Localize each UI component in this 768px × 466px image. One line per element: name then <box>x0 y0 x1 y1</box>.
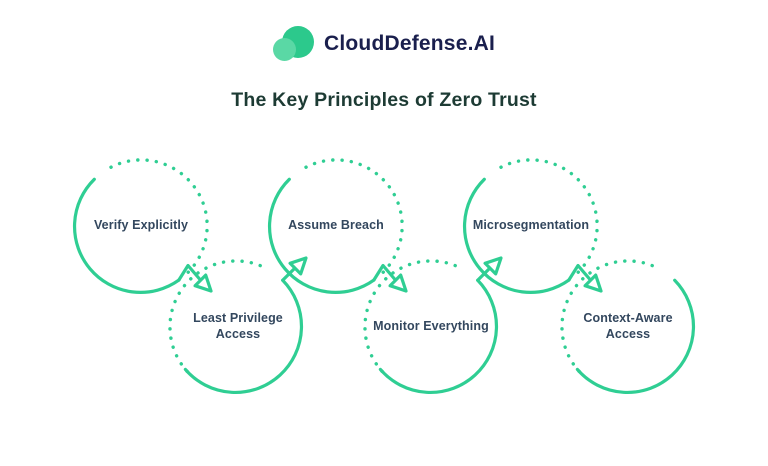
arrow-icon <box>177 263 213 293</box>
circle-monitor-everything <box>363 259 499 394</box>
circle-least-privilege-access <box>168 259 304 394</box>
circle-assume-breach <box>267 158 404 294</box>
logo: CloudDefense.AI <box>0 22 768 66</box>
page-title: The Key Principles of Zero Trust <box>231 89 537 111</box>
principle-label-monitor-everything: Monitor Everything <box>373 319 489 333</box>
principle-label-assume-breach: Assume Breach <box>288 218 384 232</box>
circle-context-aware-access <box>560 259 696 394</box>
cloud-circles-icon <box>272 26 314 61</box>
arrow-icon <box>567 263 603 293</box>
logo-text: CloudDefense.AI <box>323 32 496 55</box>
principle-label-microsegmentation: Microsegmentation <box>472 218 590 232</box>
principle-label-least-privilege-access: Least Privilege Access <box>193 311 283 342</box>
principle-label-verify-explicitly: Verify Explicitly <box>93 218 189 232</box>
circle-microsegmentation <box>462 158 599 294</box>
circle-verify-explicitly <box>72 158 209 294</box>
principle-label-context-aware-access: Context-Aware Access <box>583 311 673 342</box>
arrow-icon <box>281 256 308 282</box>
arrow-icon <box>372 263 408 293</box>
